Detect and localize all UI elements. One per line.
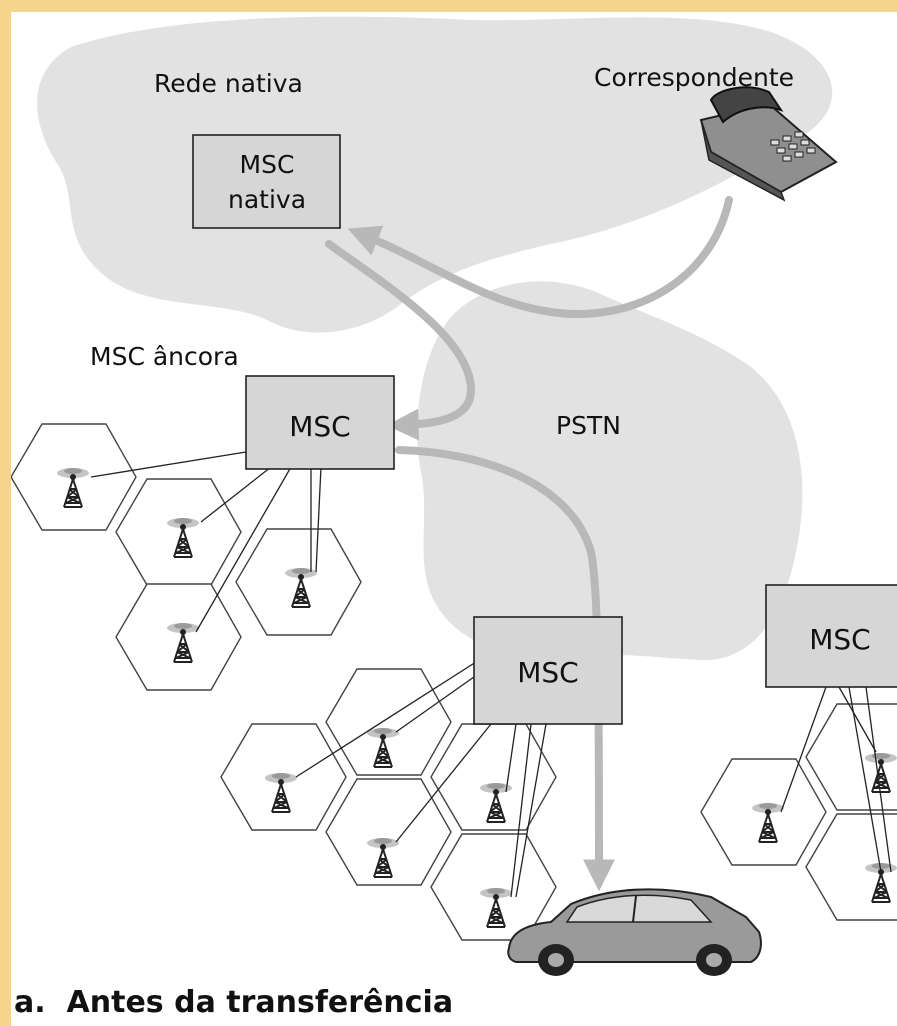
home-msc-label-line1: MSC (240, 150, 295, 179)
diagram-stage: Rede nativa Correspondente MSC nativa MS… (11, 12, 897, 1026)
anchor-msc-box-label: MSC (289, 410, 350, 443)
home-network-label: Rede nativa (154, 69, 303, 98)
right-msc-box-label: MSC (809, 623, 870, 656)
hexagon-cells (11, 423, 897, 941)
network-diagram: Rede nativa Correspondente MSC nativa MS… (11, 16, 897, 1020)
correspondent-label: Correspondente (594, 63, 794, 92)
middle-msc-box-label: MSC (517, 656, 578, 689)
routing-arrows (325, 196, 733, 892)
middle-msc-box (473, 616, 623, 725)
home-msc-box (192, 134, 341, 229)
anchor-msc-label: MSC âncora (90, 342, 239, 371)
pstn-cloud (417, 281, 803, 661)
right-msc-box (765, 584, 897, 688)
home-msc-label-line2: nativa (228, 185, 306, 214)
telephone-icon (699, 86, 838, 202)
figure-caption: a. Antes da transferência (14, 985, 453, 1020)
home-network-cloud (37, 16, 833, 333)
anchor-msc-box (245, 375, 395, 470)
pstn-label: PSTN (556, 411, 621, 440)
car-icon (507, 888, 762, 976)
msc-links (90, 451, 892, 898)
